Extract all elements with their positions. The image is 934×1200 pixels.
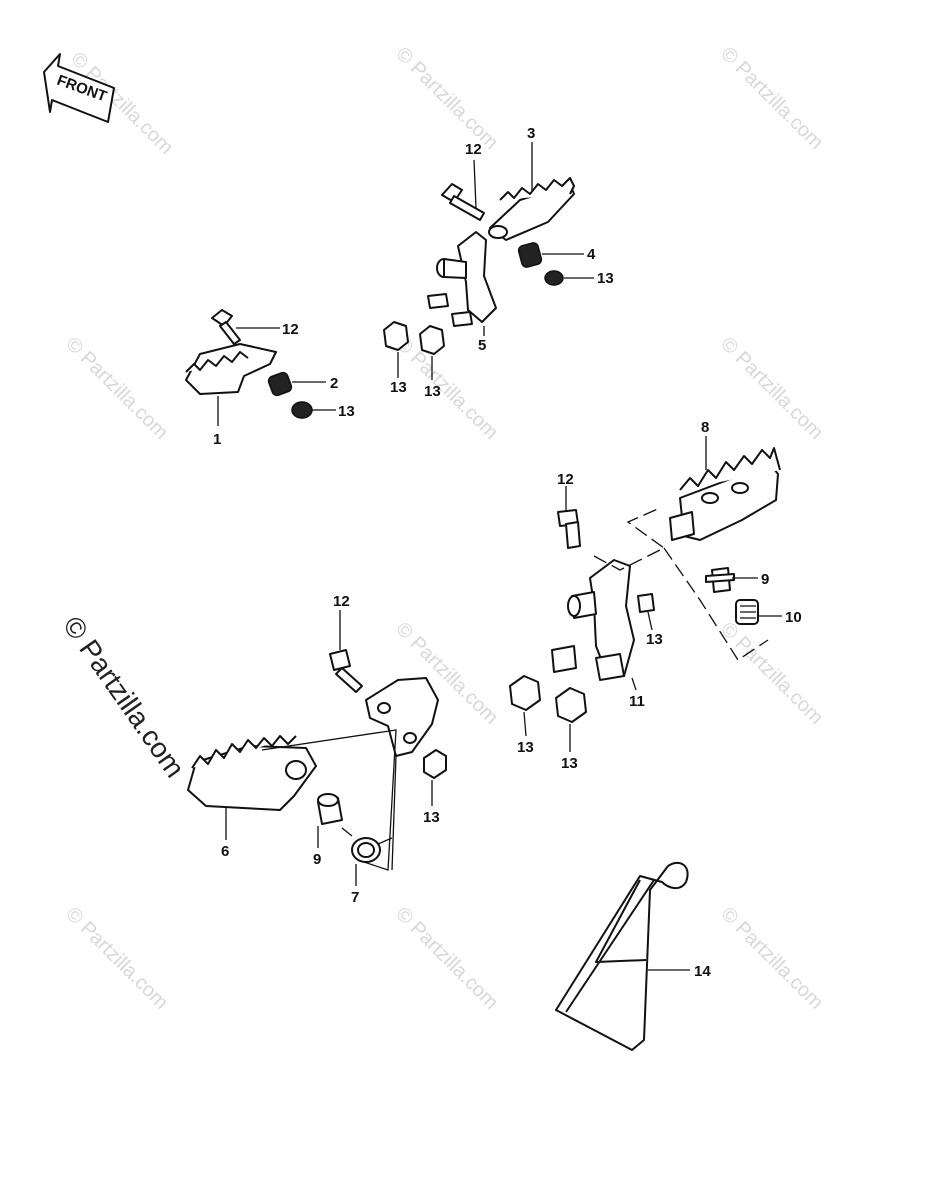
watermark: © Partzilla.com [391,43,502,154]
nut-part-13 [383,321,409,351]
bracket-part-5 [427,231,497,327]
callout-2: 2 [330,375,338,392]
nut-part-13 [291,401,313,419]
watermark: © Partzilla.com [716,43,827,154]
collar-part-9 [317,793,343,825]
callout-13: 13 [597,270,614,287]
bolt-part-12 [211,309,241,345]
stand-part-14: 14 [555,861,711,1051]
callout-13: 13 [424,383,441,400]
nut-part-13 [555,687,587,723]
callout-13: 13 [338,403,355,420]
callout-9: 9 [761,571,769,588]
footpeg-part-8 [669,447,781,541]
callout-6: 6 [221,843,229,860]
callout-12: 12 [282,321,299,338]
callout-11: 11 [629,693,645,710]
callout-7: 7 [351,889,359,906]
bracket-part-11 [551,559,655,681]
callout-13: 13 [423,809,440,826]
watermark: © Partzilla.com [716,618,827,729]
callout-13: 13 [517,739,534,756]
watermark: © Partzilla.com [391,903,502,1014]
callout-5: 5 [478,337,486,354]
assembly-right-middle: 8 12 9 10 13 11 13 13 [509,419,802,772]
footpeg-part-1 [185,343,277,395]
nut-part-13 [544,270,564,286]
spring-part-10 [735,599,759,625]
callout-12: 12 [465,141,482,158]
callout-4: 4 [587,246,596,263]
bolt-part-12 [557,509,581,549]
footpeg-part-3 [488,177,575,241]
callout-13: 13 [390,379,407,396]
collar-part-9 [705,567,735,593]
callout-13: 13 [646,631,663,648]
watermark: © Partzilla.com [716,903,827,1014]
watermark: © Partzilla.com [61,903,172,1014]
callout-12: 12 [557,471,574,488]
spring-part-4 [517,242,543,268]
watermark-large: © Partzilla.com [57,611,191,783]
assembly-top-center: 3 12 4 13 5 13 13 [383,125,614,400]
nut-part-13 [423,749,447,779]
bracket-clevis [365,677,439,757]
callout-13: 13 [561,755,578,772]
assembly-left-upper: 12 2 13 1 [185,309,355,448]
callout-8: 8 [701,419,709,436]
watermark: © Partzilla.com [61,333,172,444]
bolt-part-12 [329,649,363,693]
callout-14: 14 [694,963,711,980]
footpeg-part-6 [187,735,317,811]
spring-part-2 [267,371,293,397]
callout-12: 12 [333,593,350,610]
callout-1: 1 [213,431,221,448]
callout-3: 3 [527,125,535,142]
bolt-part-12 [441,183,485,221]
assembly-left-lower: 12 13 6 9 7 [187,593,447,906]
nut-part-13 [419,325,445,355]
callout-10: 10 [785,609,802,626]
spring-part-7 [341,827,393,863]
nut-part-13 [509,675,541,711]
watermark: © Partzilla.com [716,333,827,444]
callout-9: 9 [313,851,321,868]
